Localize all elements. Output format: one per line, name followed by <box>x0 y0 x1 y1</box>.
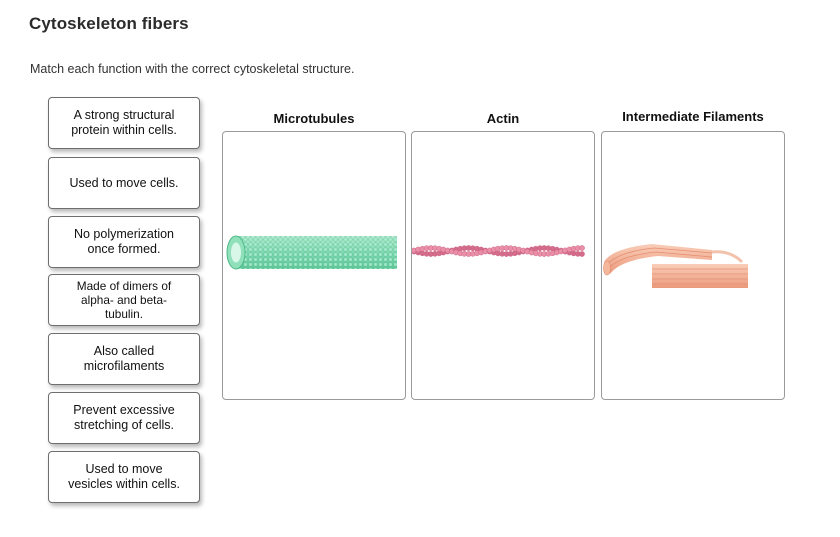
target-label-microtubules: Microtubules <box>273 111 355 126</box>
target-label-actin: Actin <box>486 111 520 126</box>
drop-zone-actin[interactable] <box>411 131 595 400</box>
answer-card[interactable]: Used to move cells. <box>48 157 200 209</box>
microtubule-illustration <box>226 235 397 270</box>
actin-monomer <box>579 251 585 257</box>
page-title: Cytoskeleton fibers <box>29 14 189 33</box>
target-label-intermediate-filaments: Intermediate Filaments <box>622 109 764 124</box>
drop-zone-intermediate-filaments[interactable] <box>601 131 785 400</box>
actin-filament-illustration <box>412 245 585 257</box>
instructions-text: Match each function with the correct cyt… <box>30 62 355 76</box>
drop-zone-microtubules[interactable] <box>222 131 406 400</box>
actin-monomer <box>579 245 585 251</box>
intermediate-filament-illustration <box>603 244 748 288</box>
answer-card-label: Used to move cells. <box>69 175 179 190</box>
